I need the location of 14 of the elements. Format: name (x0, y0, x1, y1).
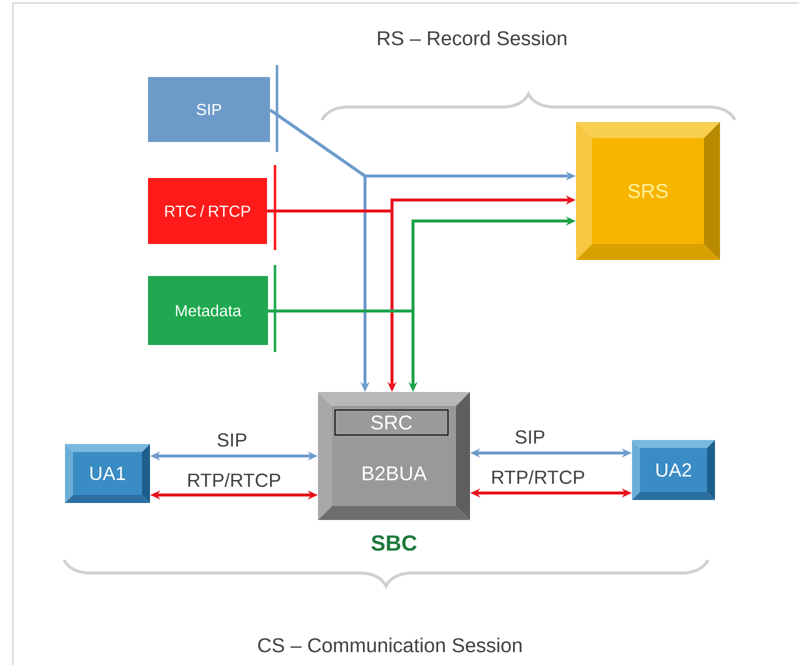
edge-label: SIP (218, 433, 246, 447)
metadata-box: Metadata (148, 276, 268, 345)
section-label: RS – Record Session (378, 30, 566, 46)
rtc-box: RTC / RTCP (148, 178, 267, 244)
edge-label: SIP (516, 430, 544, 444)
src-bar: SRC (334, 410, 448, 436)
product-label: SBC (371, 535, 417, 551)
edge-label: RTP/RTCP (188, 473, 280, 487)
sip-box: SIP (148, 77, 270, 142)
ua-box: UA2 (632, 440, 715, 500)
ua-box: UA1 (65, 444, 150, 503)
edge-label: RTP/RTCP (492, 470, 584, 484)
srs-box: SRS (576, 122, 720, 260)
section-label: CS – Communication Session (258, 638, 522, 652)
